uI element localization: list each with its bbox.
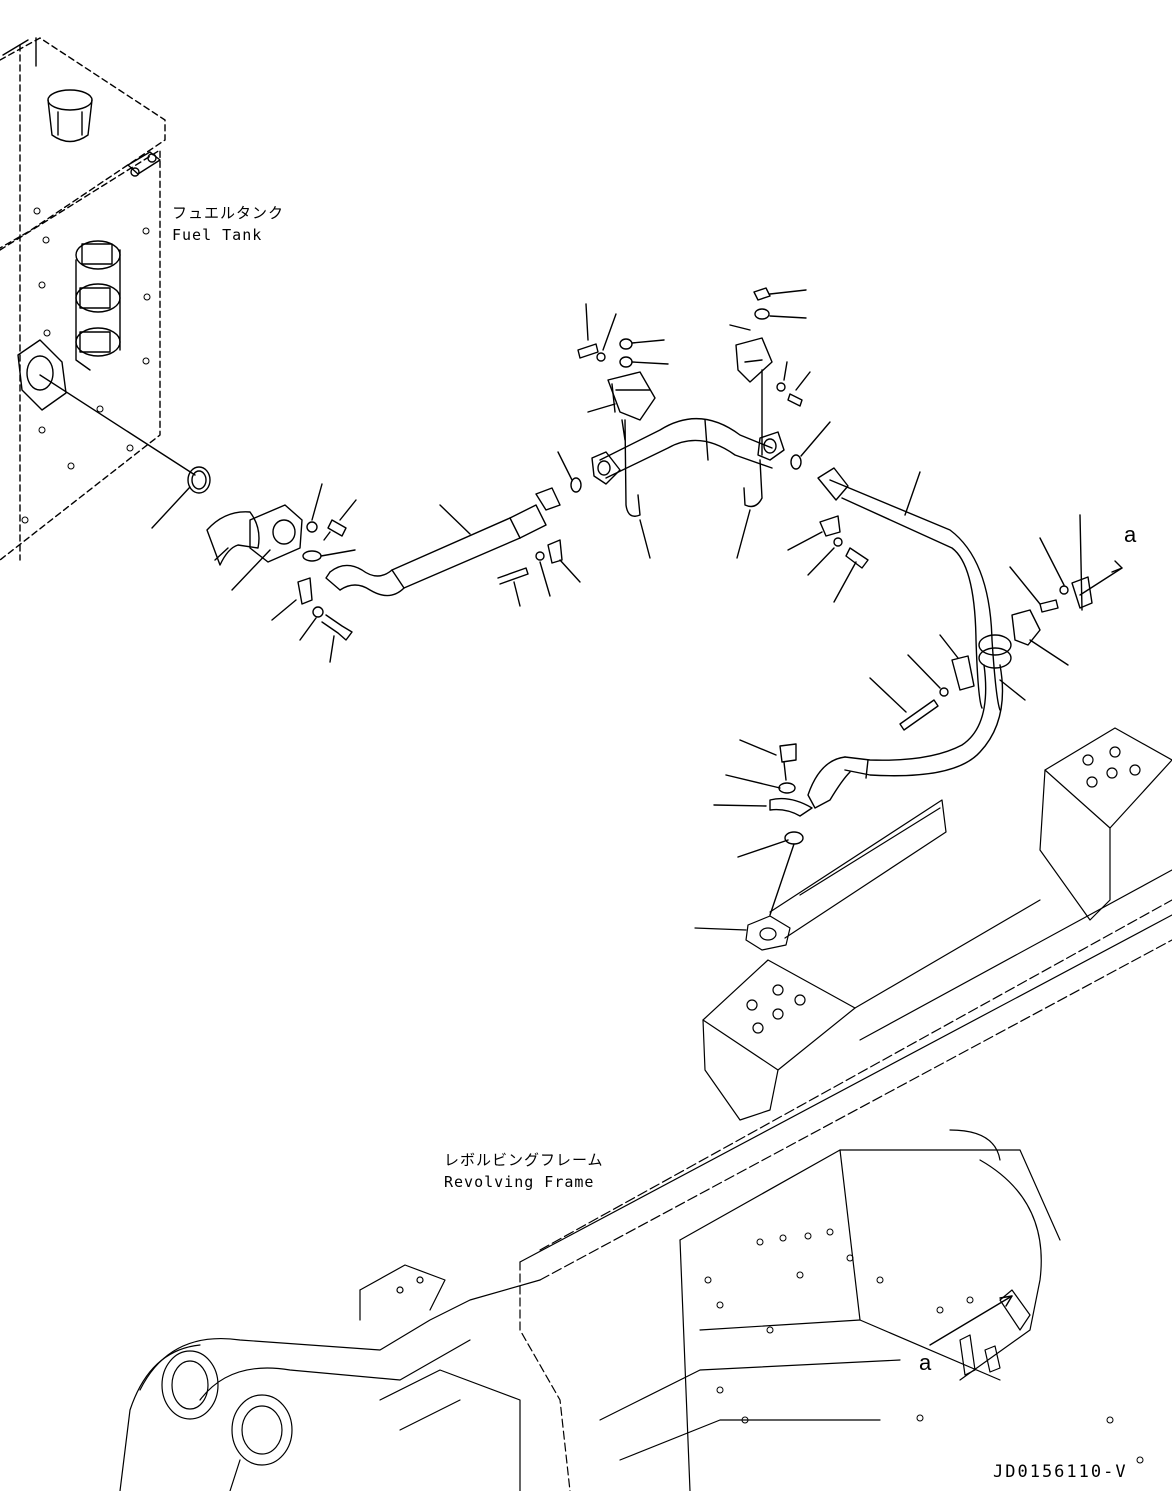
revolving-frame-label-en: Revolving Frame [444,1173,595,1191]
fuel-tank-label-jp: フュエルタンク [172,204,285,222]
hose-right [713,467,1123,916]
document-id: JD0156110-V [993,1462,1128,1482]
fuel-tank [0,37,166,561]
revolving-frame-label-jp: レボルビングフレーム [444,1151,604,1169]
callout-a-top: a [1124,522,1137,547]
callout-a-bottom: a [919,1350,932,1375]
left-fittings [151,466,357,663]
center-pipe [577,287,831,559]
fuel-tank-label-en: Fuel Tank [172,226,263,244]
hose-left [325,451,582,607]
arrow-a-bottom [929,1295,1013,1346]
leader-line [39,374,196,476]
revolving-frame [119,727,1172,1491]
leader-line [611,383,616,413]
